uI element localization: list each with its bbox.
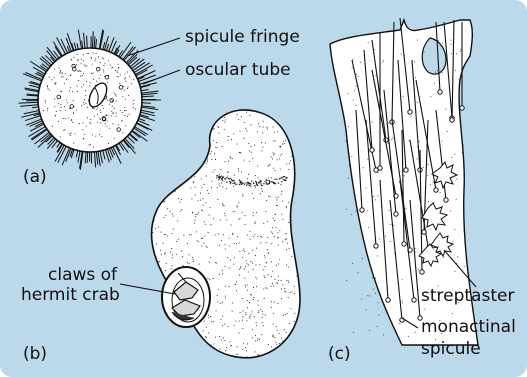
label-panel-a: (a) bbox=[23, 168, 47, 187]
label-claws-line1: claws of bbox=[48, 266, 117, 285]
label-spicule-fringe: spicule fringe bbox=[185, 28, 300, 47]
label-oscular-tube: oscular tube bbox=[185, 61, 291, 80]
label-claws-line2: hermit crab bbox=[21, 286, 120, 305]
sponge-a-drawing bbox=[19, 30, 161, 170]
label-streptaster: streptaster bbox=[421, 287, 514, 306]
label-monactinal-line2: spicule bbox=[421, 340, 481, 359]
sponge-b-drawing bbox=[152, 110, 300, 358]
label-panel-b: (b) bbox=[23, 345, 47, 364]
label-monactinal-line1: monactinal bbox=[421, 318, 516, 337]
label-panel-c: (c) bbox=[328, 345, 351, 364]
leader-oscular-tube bbox=[143, 70, 180, 84]
